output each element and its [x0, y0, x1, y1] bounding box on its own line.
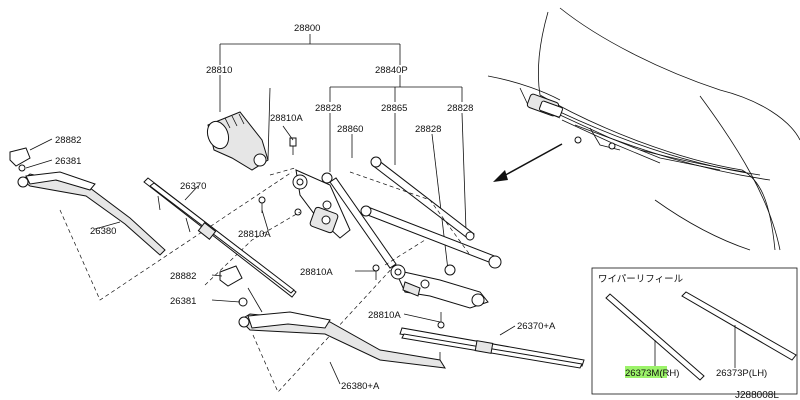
label-28828-c: 28828: [415, 124, 441, 135]
label-26370A: 26370+A: [517, 321, 556, 332]
wiper-motor: [206, 111, 269, 171]
vehicle-outline: [487, 7, 800, 251]
label-28800: 28800: [294, 23, 320, 34]
label-26370: 26370: [180, 181, 206, 192]
label-28840P: 28840P: [375, 65, 408, 76]
callout-lines-top: [219, 34, 467, 271]
wiper-blade-upper: [143, 177, 297, 298]
direction-arrow: [493, 143, 563, 182]
wiper-arm-right: [219, 265, 446, 369]
label-28810A-mid: 28810A: [238, 229, 271, 240]
label-28865: 28865: [381, 103, 407, 114]
wiper-blade-lower: [399, 327, 585, 369]
label-26373P: 26373P(LH): [716, 368, 767, 379]
diagram-reference-code: J288008L: [735, 390, 779, 400]
label-26381-bot: 26381: [170, 296, 196, 307]
label-28828-a: 28828: [315, 103, 341, 114]
label-28882-bot: 28882: [170, 271, 196, 282]
label-26380: 26380: [90, 226, 116, 237]
label-26381-top: 26381: [55, 156, 81, 167]
label-28828-b: 28828: [447, 103, 473, 114]
label-28860: 28860: [337, 124, 363, 135]
label-28882-top: 28882: [55, 135, 81, 146]
label-26380A: 26380+A: [341, 381, 380, 392]
refill-title: ワイパーリフィール: [598, 274, 684, 285]
guide-lines: [59, 167, 471, 393]
label-28810A-bot: 28810A: [368, 310, 401, 321]
wiper-arm-left: [9, 147, 166, 256]
label-28810: 28810: [206, 65, 232, 76]
label-26373M: 26373M(RH): [625, 368, 679, 379]
label-28810A-top: 28810A: [270, 113, 303, 124]
leader-lines: [25, 87, 516, 385]
linkage-frame: [258, 137, 502, 329]
highlight-26373M: [625, 366, 667, 378]
label-28810A-low: 28810A: [300, 267, 333, 278]
refill-inset: [591, 267, 798, 395]
vehicle-wiper-assembly: [526, 93, 721, 171]
